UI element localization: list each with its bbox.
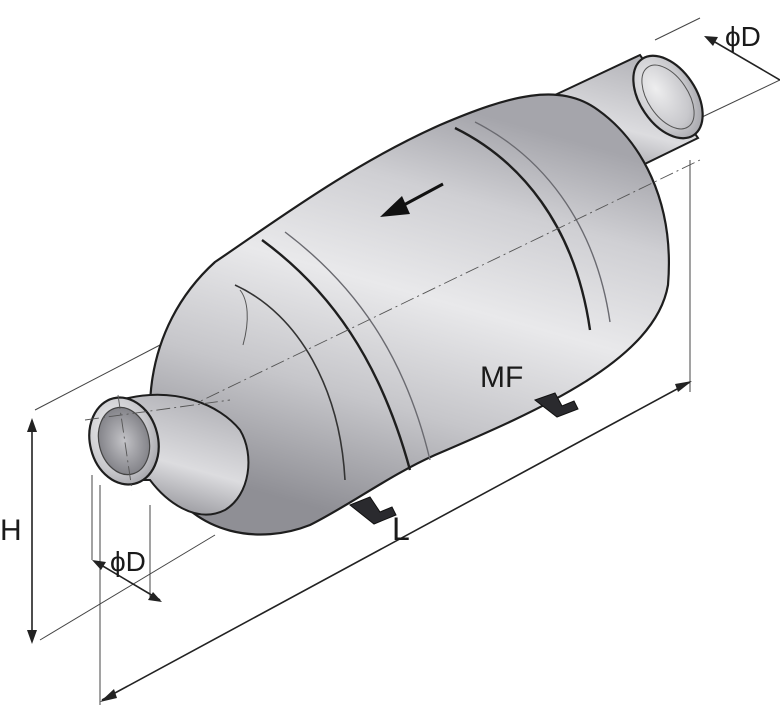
dimension-length: [100, 381, 692, 702]
flow-direction-arrow-icon: [380, 182, 444, 217]
label-outlet-diameter: ϕD: [725, 21, 761, 52]
body-marking: MF: [480, 361, 523, 394]
dimension-inlet-diameter: [92, 560, 162, 602]
mounting-bracket-icon: [349, 392, 579, 525]
dimension-outlet-diameter: [704, 36, 780, 81]
outlet-pipe: [553, 53, 704, 182]
label-inlet-diameter: ϕD: [110, 546, 146, 577]
inlet-elbow: [84, 393, 250, 516]
dimension-height: [27, 418, 37, 644]
label-height: H: [0, 514, 22, 547]
label-length: L: [392, 511, 410, 547]
extension-lines: [34, 17, 780, 705]
